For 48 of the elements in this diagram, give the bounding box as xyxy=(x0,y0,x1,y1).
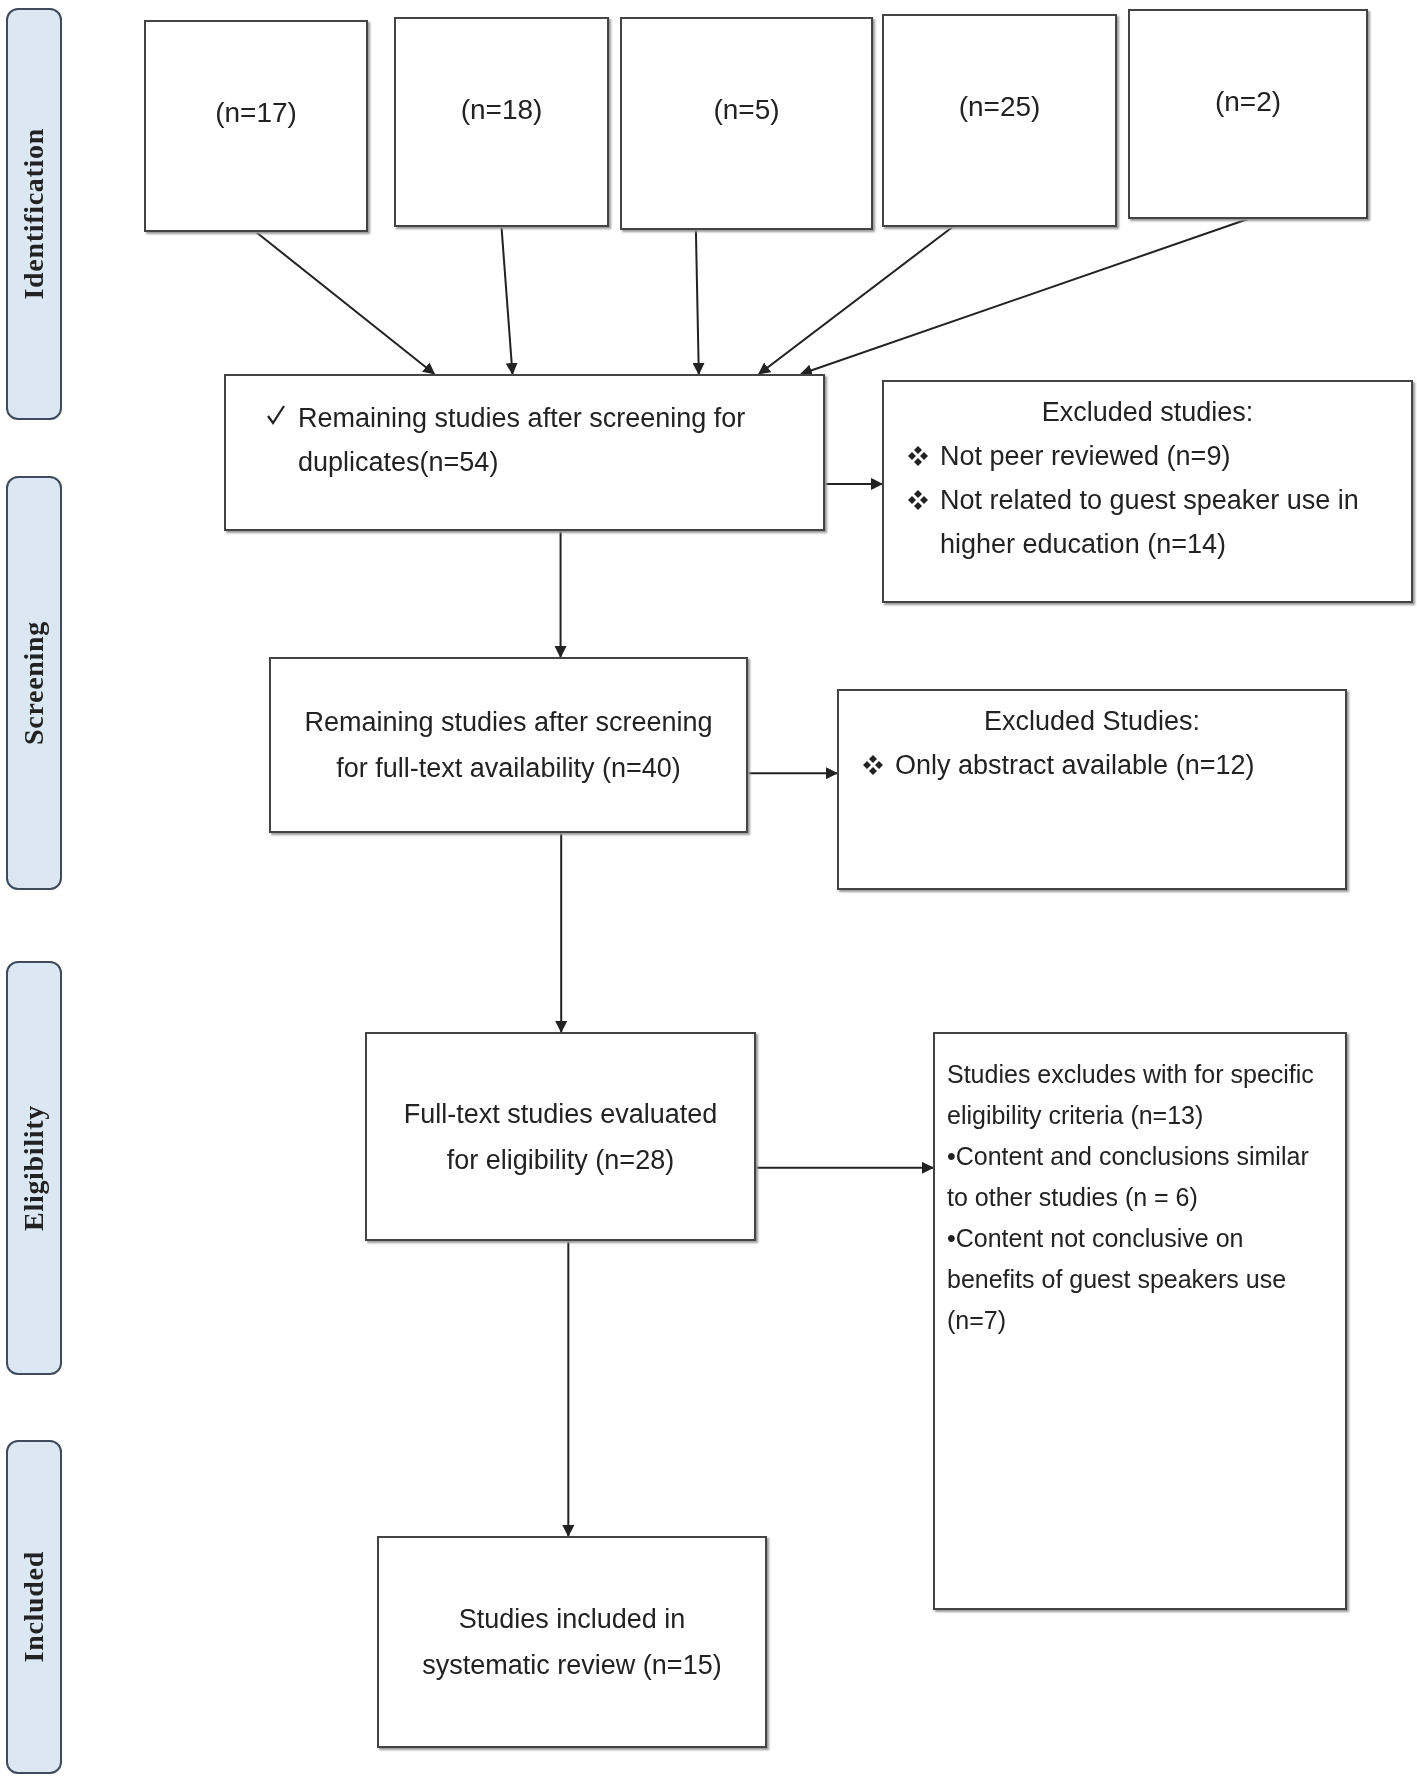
process-box xyxy=(224,374,825,531)
bullet-text: Only abstract available (n=12) xyxy=(895,749,1255,782)
count-text: (n=2) xyxy=(1214,85,1282,119)
bullet-text: •Content and conclusions similar to other studies (n = 6) xyxy=(947,1141,1310,1213)
count-text: (n=17) xyxy=(215,96,297,130)
stage-band xyxy=(6,961,62,1375)
bullet-text: •Content not conclusive on benefits of guest speakers use (n=7) xyxy=(947,1223,1288,1336)
process-box xyxy=(144,20,368,232)
count-text: (n=25) xyxy=(958,90,1041,124)
box-text: Remaining studies after screening for duplicates(n=54) xyxy=(298,402,747,479)
arrow xyxy=(562,1240,575,1537)
stage-label: Screening xyxy=(17,621,50,745)
arrow xyxy=(747,767,838,780)
arrow xyxy=(757,226,954,375)
arrow xyxy=(799,218,1249,377)
stage-label: Included xyxy=(17,1551,50,1663)
arrow xyxy=(824,477,883,490)
process-box xyxy=(269,657,748,833)
process-box xyxy=(933,1032,1347,1610)
box-heading: Excluded studies: xyxy=(1040,396,1255,429)
process-box xyxy=(837,689,1347,890)
box-heading: Excluded Studies: xyxy=(982,705,1202,738)
count-text: (n=5) xyxy=(713,93,780,127)
stage-band xyxy=(6,476,62,890)
process-box xyxy=(620,17,873,230)
arrow xyxy=(555,832,568,1033)
stage-label: Identification xyxy=(17,128,50,300)
box-text: Remaining studies after screening for full-text availability (n=40) xyxy=(303,706,714,785)
box-heading: Studies excludes with for specific eligibility criteria (n=13) xyxy=(947,1059,1315,1131)
arrow xyxy=(500,226,518,375)
count-text: (n=18) xyxy=(460,93,543,127)
process-box xyxy=(365,1032,756,1241)
stage-band xyxy=(6,1440,62,1774)
stage-label: Eligibility xyxy=(17,1105,50,1231)
stage-band xyxy=(6,8,62,420)
process-box xyxy=(882,14,1117,227)
process-box xyxy=(394,17,609,227)
bullet-text: Not related to guest speaker use in higher education (n=14) xyxy=(940,484,1360,561)
process-box xyxy=(377,1536,767,1748)
arrow xyxy=(554,530,567,658)
box-text: Full-text studies evaluated for eligibility (n=28) xyxy=(402,1097,719,1177)
arrow xyxy=(255,231,436,375)
process-box xyxy=(882,380,1413,603)
box-text: Studies included in systematic review (n=15) xyxy=(421,1603,723,1682)
arrow xyxy=(755,1161,934,1174)
arrow xyxy=(692,229,705,375)
process-box xyxy=(1128,9,1368,219)
bullet-text: Not peer reviewed (n=9) xyxy=(940,440,1231,473)
